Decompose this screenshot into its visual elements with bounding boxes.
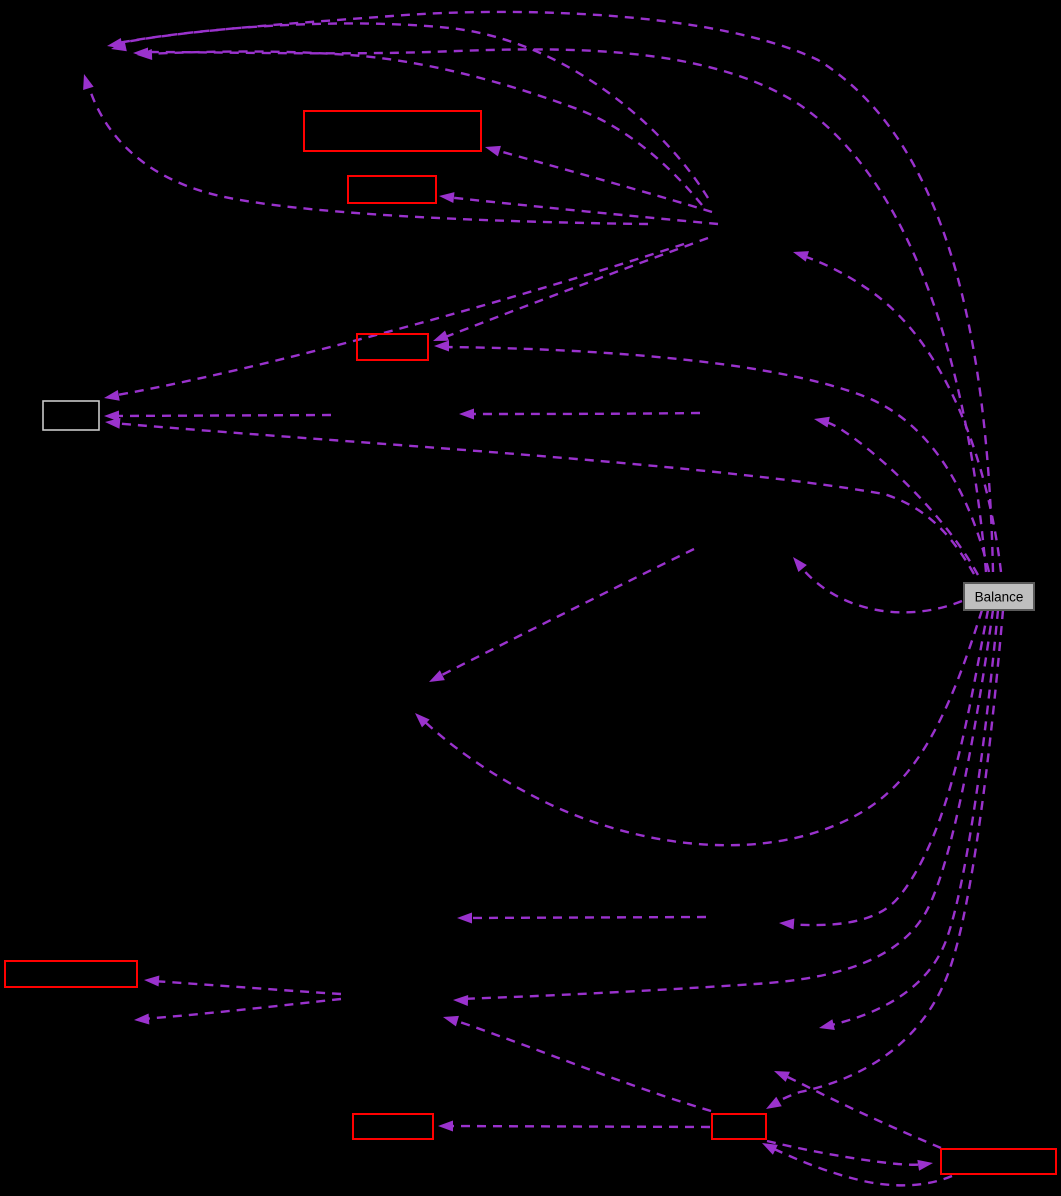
arrowhead-truncated-6 — [766, 1096, 782, 1109]
arrowhead-truncated-2 — [439, 192, 455, 204]
arrowhead-unlabeled-bottom-3 — [443, 1015, 459, 1027]
arrowhead-unlabeled-topleft-1 — [111, 40, 127, 52]
arrowhead-truncated-4 — [144, 975, 160, 987]
edge-balance-to-unlabeled-center-2 — [421, 609, 984, 847]
edge-balance-to-unlabeled-mid-1 — [825, 420, 980, 576]
edge-hub-to-unlabeled-topleft-2 — [145, 50, 703, 206]
edge-balance-to-plain-1 — [112, 421, 976, 575]
node-truncated-7[interactable] — [940, 1148, 1057, 1175]
edge-balance-to-truncated-3 — [440, 345, 991, 573]
arrowhead-plain-1 — [104, 389, 120, 401]
edge-truncated-6-to-unlabeled-bottom-3 — [449, 1017, 712, 1113]
node-balance[interactable] — [963, 582, 1035, 611]
edge-balance-to-unlabeled-bottom-3 — [459, 609, 995, 1001]
arrowhead-plain-1 — [105, 417, 121, 429]
arrowhead-unlabeled-bottom-2 — [457, 912, 472, 924]
node-label-balance: Balance — [975, 590, 1024, 605]
node-truncated-2[interactable] — [347, 175, 437, 204]
edge-unlabeled-bottom-1-to-unlabeled-bottom-2 — [463, 915, 707, 920]
arrowhead-unlabeled-topleft-3 — [83, 74, 94, 90]
node-truncated-6[interactable] — [711, 1113, 767, 1140]
edge-unlabeled-bottom-3-to-truncated-4 — [151, 979, 342, 996]
arrowhead-truncated-1 — [485, 145, 501, 157]
arrowhead-truncated-3 — [433, 330, 449, 341]
arrowhead-truncated-6 — [762, 1143, 778, 1155]
arrowhead-unlabeled-center-2 — [415, 713, 430, 728]
edge-unlabeled-bottom-3-to-unlabeled-bottom-6 — [141, 997, 342, 1021]
arrowhead-unlabeled-topleft-2 — [137, 48, 153, 60]
node-truncated-3[interactable] — [356, 333, 429, 361]
edge-balance-to-hub — [799, 253, 1003, 573]
edge-truncated-6-to-truncated-5 — [444, 1124, 711, 1129]
edge-hub-to-truncated-2 — [445, 195, 719, 226]
arrowhead-unlabeled-center-1 — [793, 557, 807, 573]
arrowhead-unlabeled-center-2 — [429, 670, 445, 682]
arrowhead-unlabeled-bottom-3 — [453, 995, 469, 1007]
arrowhead-unlabeled-mid-1 — [814, 416, 830, 428]
edge-hub-to-truncated-1 — [491, 147, 713, 214]
arrowhead-unlabeled-bottom-4 — [819, 1019, 835, 1030]
arrowhead-plain-1 — [104, 410, 119, 422]
arrowhead-unlabeled-mid-2 — [459, 408, 474, 420]
arrowhead-unlabeled-bottom-5 — [774, 1071, 790, 1082]
node-plain-1[interactable] — [42, 400, 100, 431]
arrowhead-unlabeled-bottom-1 — [779, 918, 795, 930]
edge-truncated-7-to-unlabeled-bottom-5 — [780, 1072, 942, 1150]
edge-balance-to-unlabeled-center-1 — [799, 565, 963, 614]
edge-truncated-7-to-truncated-6 — [769, 1145, 953, 1187]
node-truncated-5[interactable] — [352, 1113, 434, 1140]
edge-hub-to-unlabeled-topleft-1 — [117, 22, 710, 199]
arrowhead-hub — [793, 251, 809, 262]
edge-unlabeled-mid-1-to-unlabeled-mid-2 — [465, 411, 701, 416]
edge-hub-to-unlabeled-topleft-3 — [86, 83, 649, 226]
edge-hub-to-plain-1 — [111, 242, 685, 398]
edge-balance-to-unlabeled-bottom-4 — [826, 609, 1000, 1028]
arrowhead-truncated-3 — [434, 340, 449, 352]
edge-unlabeled-mid-2-to-plain-1 — [110, 413, 332, 418]
edge-unlabeled-center-1-to-unlabeled-center-2 — [435, 547, 695, 680]
arrowhead-truncated-5 — [438, 1120, 453, 1132]
edge-balance-to-unlabeled-bottom-1 — [785, 609, 990, 927]
arrowhead-truncated-7 — [917, 1159, 933, 1171]
arrowhead-unlabeled-bottom-6 — [134, 1013, 150, 1025]
node-truncated-4[interactable] — [4, 960, 138, 988]
node-truncated-1[interactable] — [303, 110, 482, 152]
edge-hub-to-truncated-3 — [439, 236, 709, 341]
edge-truncated-6-to-truncated-7 — [766, 1139, 927, 1166]
